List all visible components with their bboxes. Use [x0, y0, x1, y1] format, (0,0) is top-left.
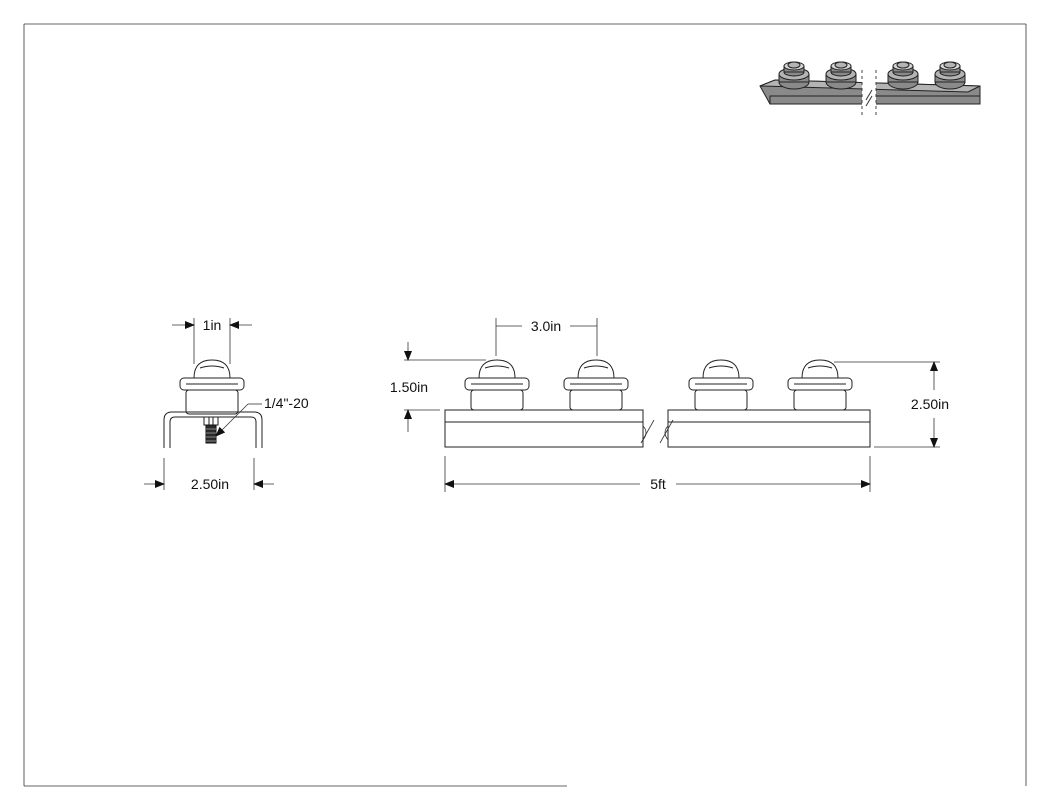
- ball-transfer-unit: [787, 359, 853, 411]
- dim-spacing: [495, 318, 598, 356]
- dim-rail-height-label: 1.50in: [390, 379, 428, 395]
- ball-transfer-unit: [464, 359, 530, 411]
- side-view: [163, 359, 263, 448]
- dim-thread-leader: [215, 403, 262, 437]
- ball-transfer-unit: [563, 359, 629, 411]
- iso-ball-transfer-unit: [887, 61, 919, 90]
- dim-spacing-label: 3.0in: [531, 318, 561, 334]
- dim-length-label: 5ft: [650, 476, 666, 492]
- isometric-ball-transfers: [778, 61, 966, 90]
- dim-length: [444, 456, 871, 492]
- front-view-rail: [444, 409, 871, 448]
- dim-total-height-label: 2.50in: [911, 396, 949, 412]
- iso-ball-transfer-unit: [778, 61, 810, 90]
- dim-ball-width-label: 1in: [203, 317, 222, 333]
- iso-ball-transfer-unit: [825, 61, 857, 90]
- ball-transfer-unit: [688, 359, 754, 411]
- dim-thread-label: 1/4"-20: [264, 395, 309, 411]
- dim-base-width: [144, 458, 274, 490]
- dim-total-height: [834, 361, 940, 448]
- isometric-preview: [759, 70, 981, 118]
- dim-rail-height: [404, 342, 486, 432]
- iso-ball-transfer-unit: [934, 61, 966, 90]
- sheet-border: [23, 23, 1027, 787]
- dim-ball-width: [172, 318, 252, 364]
- dim-base-width-label: 2.50in: [191, 476, 229, 492]
- front-view-ball-transfers: [464, 359, 853, 411]
